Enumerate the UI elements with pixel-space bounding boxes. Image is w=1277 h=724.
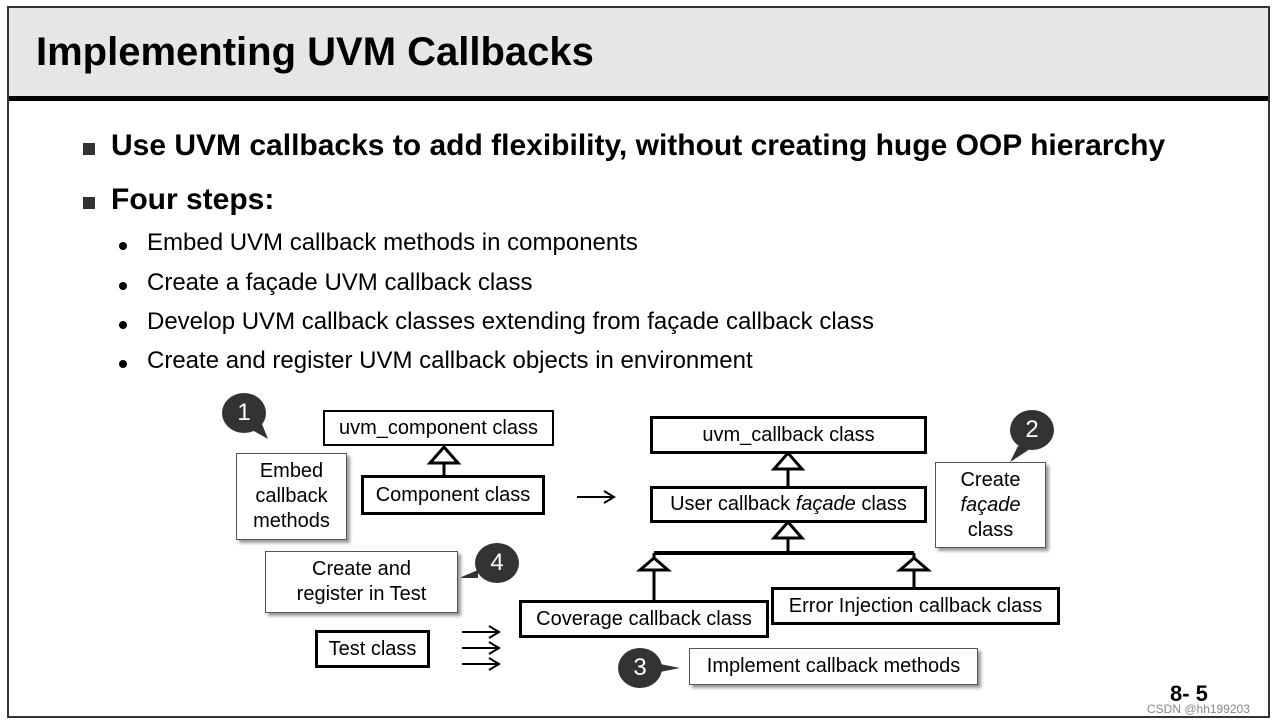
bubble-tail-3-icon <box>660 664 680 672</box>
slide-frame <box>7 6 1270 718</box>
component-class-box: Component class <box>361 475 545 515</box>
bullet-dot-icon <box>119 321 127 329</box>
title-rule <box>9 96 1268 101</box>
note-2-line-1: Create <box>960 468 1021 491</box>
step-2-bubble: 2 <box>1010 410 1054 450</box>
coverage-callback-class-box: Coverage callback class <box>519 600 769 638</box>
uvm-component-class-label: uvm_component class <box>339 416 538 439</box>
title-bar <box>9 8 1268 96</box>
user-callback-label-suffix: class <box>855 493 907 515</box>
bullet-1-text: Use UVM callbacks to add flexibility, wi… <box>111 129 1166 162</box>
note-implement-callback-methods: Implement callback methods <box>689 648 978 685</box>
bullet-2-text: Four steps: <box>111 183 275 216</box>
note-3-label: Implement callback methods <box>706 655 961 677</box>
note-2-line-2: façade <box>960 493 1020 518</box>
note-4-line-1: Create and <box>312 558 411 580</box>
sub-bullet-4-text: Create and register UVM callback objects… <box>147 347 753 374</box>
call-arrow-head-icon <box>603 490 616 504</box>
note-2-line-2-italic: façade <box>960 493 1021 516</box>
uvm-component-class-box: uvm_component class <box>323 410 554 446</box>
error-injection-callback-class-box: Error Injection callback class <box>771 587 1060 625</box>
note-embed-callback-methods: Embed callback methods <box>236 453 347 540</box>
coverage-callback-class-label: Coverage callback class <box>536 607 752 630</box>
inherit-arrow-component-icon <box>426 444 462 465</box>
bullet-dot-icon <box>119 242 127 250</box>
register-arrow-icon <box>488 641 501 655</box>
note-4-line-2: register in Test <box>296 583 427 605</box>
bubble-tail-2-icon <box>1010 446 1030 462</box>
slide-title: Implementing UVM Callbacks <box>36 30 594 74</box>
note-create-and-register: Create and register in Test <box>265 551 458 613</box>
step-1-bubble: 1 <box>222 393 266 433</box>
note-1-line-1: Embed <box>259 460 324 482</box>
page-number: 8- 5 <box>1170 681 1208 706</box>
sub-bullet-1-text: Embed UVM callback methods in components <box>147 229 638 256</box>
note-1-line-2: callback <box>255 485 328 507</box>
note-1-line-3: methods <box>253 510 330 532</box>
inherit-arrow-facade-icon <box>770 450 806 471</box>
uvm-callback-class-box: uvm_callback class <box>650 416 927 454</box>
user-callback-facade-class-box: User callback façade class <box>650 486 927 523</box>
component-class-label: Component class <box>375 483 531 506</box>
error-injection-callback-class-label: Error Injection callback class <box>788 594 1043 617</box>
sub-bullet-3-text: Develop UVM callback classes extending f… <box>147 308 874 335</box>
bullet-square-icon <box>83 197 95 209</box>
bullet-dot-icon <box>119 282 127 290</box>
sub-bullet-2-text: Create a façade UVM callback class <box>147 269 533 296</box>
register-arrow-icon <box>488 657 501 671</box>
step-3-bubble: 3 <box>618 648 662 688</box>
bullet-square-icon <box>83 143 95 155</box>
watermark: CSDN @hh199203 <box>1147 702 1250 716</box>
note-create-facade-class: Create façade class <box>935 462 1046 548</box>
inherit-arrow-subclasses-icon <box>770 519 806 540</box>
register-arrow-icon <box>488 625 501 639</box>
step-4-bubble: 4 <box>475 543 519 583</box>
user-callback-label-prefix: User callback <box>670 493 796 515</box>
inherit-arrow-error-icon <box>895 556 933 572</box>
bubble-tail-4-icon <box>459 570 478 578</box>
inherit-arrow-coverage-icon <box>635 556 673 572</box>
user-callback-label-facade: façade <box>795 493 856 515</box>
test-class-box: Test class <box>315 630 430 668</box>
test-class-label: Test class <box>328 637 417 660</box>
uvm-callback-class-label: uvm_callback class <box>702 423 875 446</box>
note-2-line-3: class <box>967 518 1014 541</box>
bullet-dot-icon <box>119 360 127 368</box>
